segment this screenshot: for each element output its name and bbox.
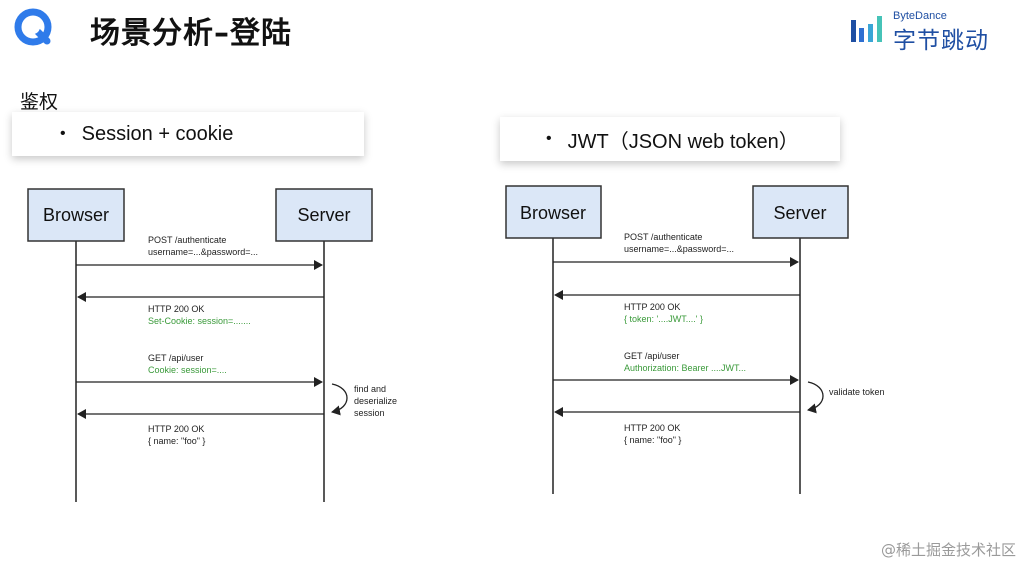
msg2-line1: HTTP 200 OK <box>148 304 204 314</box>
msg4-line2: { name: "foo" } <box>624 435 681 445</box>
watermark: @稀土掘金技术社区 <box>880 541 1016 559</box>
msg2-line1: HTTP 200 OK <box>624 302 680 312</box>
msg1-line2: username=...&password=... <box>624 244 734 254</box>
msg4-line1: HTTP 200 OK <box>148 424 204 434</box>
server-label: Server <box>297 205 350 225</box>
app-logo-icon <box>14 8 52 46</box>
browser-box <box>27 188 125 242</box>
browser-label: Browser <box>520 203 586 223</box>
note-line3: session <box>354 408 385 418</box>
msg2-line2: { token: '....JWT....' } <box>624 314 703 324</box>
msg3-line2: Cookie: session=.... <box>148 365 227 375</box>
msg1-line1: POST /authenticate <box>148 235 226 245</box>
bullet-dot: • <box>60 125 66 142</box>
diagram-session-cookie: Browser Server POST /authenticate userna… <box>27 188 397 502</box>
msg3-line1: GET /api/user <box>148 353 203 363</box>
self-loop-arrow <box>807 381 824 414</box>
diagram-jwt: Browser Server POST /authenticate userna… <box>505 185 885 494</box>
self-loop-arrow <box>331 383 348 416</box>
note-line1: find and <box>354 384 386 394</box>
server-box <box>752 185 849 239</box>
msg1-line1: POST /authenticate <box>624 232 702 242</box>
note-line1: validate token <box>829 387 885 397</box>
brand-name-en: ByteDance <box>893 10 947 22</box>
browser-label: Browser <box>43 205 109 225</box>
section-label: 鉴权 <box>20 91 59 113</box>
bullet-session-cookie: • Session + cookie <box>12 112 364 156</box>
msg3-line2: Authorization: Bearer ....JWT... <box>624 363 746 373</box>
browser-box <box>505 185 602 239</box>
server-label: Server <box>773 203 826 223</box>
bytedance-logo-icon <box>851 16 882 42</box>
note-line2: deserialize <box>354 396 397 406</box>
page-title: 场景分析–登陆 <box>90 16 292 51</box>
msg4-line2: { name: "foo" } <box>148 436 205 446</box>
msg1-line2: username=...&password=... <box>148 247 258 257</box>
brand-name-cn: 字节跳动 <box>893 28 989 54</box>
server-box <box>275 188 373 242</box>
bullet-text: JWT（JSON web token） <box>567 130 799 153</box>
bytedance-brand: ByteDance 字节跳动 <box>851 10 996 54</box>
msg4-line1: HTTP 200 OK <box>624 423 680 433</box>
bullet-jwt: • JWT（JSON web token） <box>500 117 840 161</box>
bullet-text: Session + cookie <box>81 122 234 145</box>
msg2-line2: Set-Cookie: session=....... <box>148 316 251 326</box>
bullet-dot: • <box>546 130 552 147</box>
msg3-line1: GET /api/user <box>624 351 679 361</box>
